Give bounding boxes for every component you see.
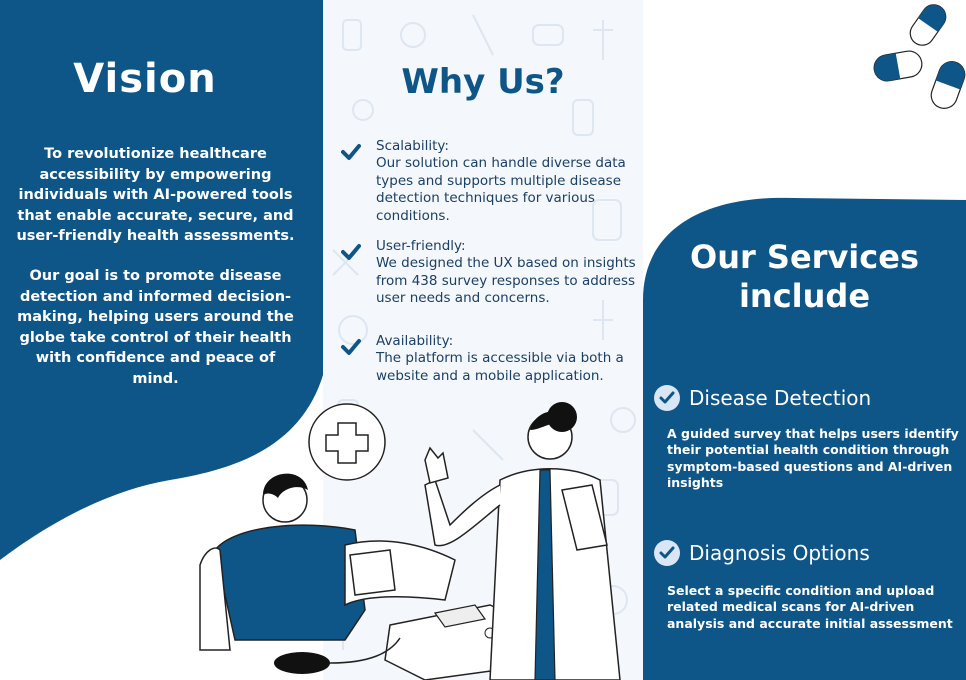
why-item-heading: User-friendly: [376, 238, 466, 254]
service-description-diagnosis-options: Select a specific condition and upload r… [667, 583, 953, 631]
vision-panel: Vision To revolutionize healthcare acces… [0, 0, 323, 680]
service-description-disease-detection: A guided survey that helps users identif… [667, 426, 959, 490]
check-icon [341, 244, 361, 260]
why-us-panel: Why Us? Scalability: Our solution can ha… [323, 0, 643, 680]
doctor-patient-illustration [199, 402, 621, 680]
why-item-heading: Availability: [376, 333, 454, 349]
services-title: Our Services include [690, 238, 919, 315]
why-us-title: Why Us? [401, 62, 565, 102]
check-icon [341, 339, 361, 355]
why-item-body: We designed the UX based on insights fro… [376, 255, 636, 306]
why-item-body: The platform is accessible via both a we… [376, 350, 624, 384]
services-background-shape [643, 197, 966, 680]
service-heading-diagnosis-options: Diagnosis Options [689, 541, 870, 565]
check-icon [341, 144, 361, 160]
service-heading-disease-detection: Disease Detection [689, 386, 872, 410]
vision-paragraph-2: Our goal is to promote disease detection… [17, 268, 294, 387]
capsule-icon [873, 4, 966, 109]
vision-paragraph-1: To revolutionize healthcare accessibilit… [16, 146, 295, 244]
why-item-heading: Scalability: [376, 138, 449, 154]
vision-background-shape [0, 0, 323, 560]
medical-cross-icon [308, 403, 386, 481]
why-item-body: Our solution can handle diverse data typ… [376, 155, 626, 224]
services-panel: Our Services include Disease Detection A… [643, 0, 966, 680]
check-circle-icon [654, 540, 680, 566]
vision-title: Vision [73, 56, 217, 102]
check-circle-icon [654, 385, 680, 411]
